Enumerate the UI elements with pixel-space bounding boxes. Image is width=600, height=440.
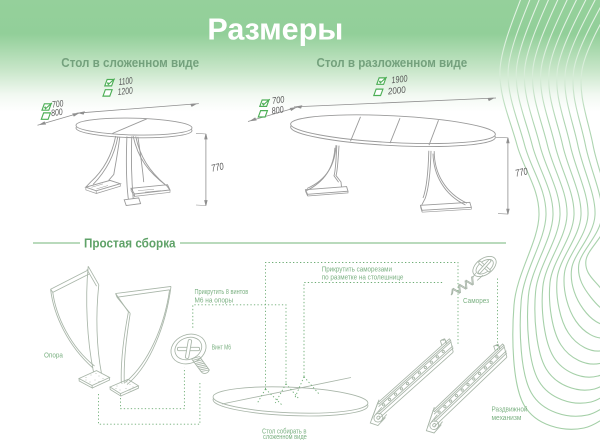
svg-text:2000: 2000 (386, 84, 406, 97)
svg-text:800: 800 (271, 103, 285, 116)
svg-text:800: 800 (50, 107, 63, 119)
svg-text:сложенном виде: сложенном виде (263, 433, 307, 440)
svg-text:Прикрутить саморезами: Прикрутить саморезами (322, 266, 392, 273)
svg-text:Простая сборка: Простая сборка (84, 236, 176, 251)
svg-text:Раздвижной: Раздвижной (492, 405, 528, 413)
svg-text:700: 700 (271, 93, 285, 106)
svg-text:Стол в сложенном виде: Стол в сложенном виде (61, 56, 199, 70)
svg-text:1200: 1200 (117, 85, 133, 97)
svg-text:700: 700 (51, 98, 64, 110)
svg-text:Прикрутить 8 винтов: Прикрутить 8 винтов (195, 288, 249, 296)
svg-text:Опора: Опора (44, 352, 63, 359)
svg-text:Размеры: Размеры (207, 13, 343, 47)
svg-text:Винт М6: Винт М6 (212, 344, 232, 352)
svg-text:М6 на опоры: М6 на опоры (195, 297, 234, 304)
svg-text:770: 770 (514, 165, 529, 179)
svg-text:Стол собирать в: Стол собирать в (262, 427, 307, 436)
svg-text:по разметке на столешнице: по разметке на столешнице (322, 274, 404, 281)
svg-text:1900: 1900 (391, 73, 409, 86)
svg-text:770: 770 (210, 160, 225, 174)
svg-text:Саморез: Саморез (463, 298, 489, 305)
svg-text:1100: 1100 (118, 75, 133, 87)
svg-text:Стол в разложенном виде: Стол в разложенном виде (317, 56, 468, 70)
svg-text:механизм: механизм (492, 415, 522, 422)
